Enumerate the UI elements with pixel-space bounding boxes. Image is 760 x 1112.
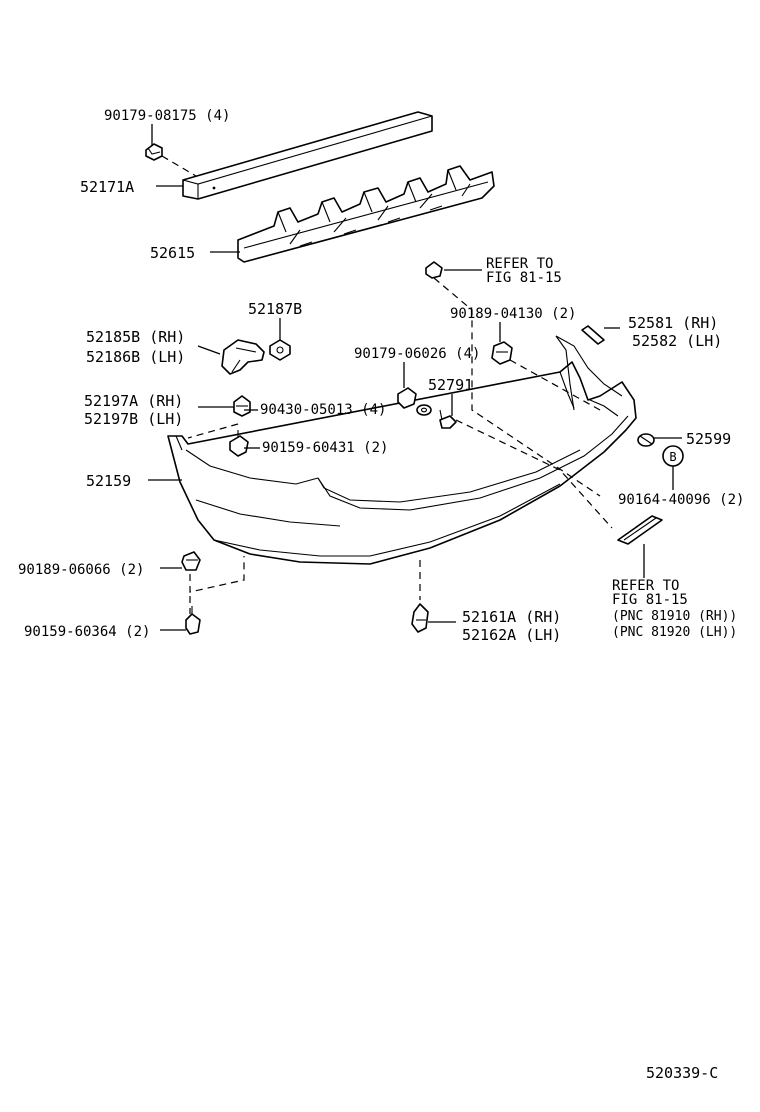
label-90179-08175: 90179-08175 (4)	[104, 108, 230, 124]
label-52185B: 52185B (RH)	[86, 328, 185, 346]
label-refer-top-2: FIG 81-15	[486, 270, 562, 286]
assembly-dashed-lines	[161, 155, 613, 614]
label-52186B: 52186B (LH)	[86, 348, 185, 366]
label-90189-06066: 90189-06066 (2)	[18, 562, 144, 578]
clip-52161A-52162A[interactable]	[411, 603, 429, 633]
part-labels: 90179-08175 (4) 52171A 52615 52187B 5218…	[18, 108, 744, 1082]
label-refer-bot-1: REFER TO	[612, 578, 679, 594]
label-52197B: 52197B (LH)	[84, 410, 183, 428]
screw-refer-fig-81-15[interactable]	[425, 261, 443, 279]
label-refer-top-1: REFER TO	[486, 256, 553, 272]
label-refer-bot-4: (PNC 81920 (LH))	[612, 625, 737, 640]
label-52187B: 52187B	[248, 300, 302, 318]
clip-90189-06066[interactable]	[181, 551, 201, 571]
label-refer-bot-2: FIG 81-15	[612, 592, 688, 608]
label-90430-05013: 90430-05013 (4)	[260, 402, 386, 418]
bumper-reinforcement-bar	[182, 111, 433, 200]
label-52162A: 52162A (LH)	[462, 626, 561, 644]
nut-90179-06026[interactable]	[397, 387, 417, 409]
label-90159-60431: 90159-60431 (2)	[262, 440, 388, 456]
nut-90179-08175[interactable]	[145, 143, 163, 161]
grommet-52599[interactable]	[637, 433, 655, 447]
label-90179-06026: 90179-06026 (4)	[354, 346, 480, 362]
label-52161A: 52161A (RH)	[462, 608, 561, 626]
label-52197A: 52197A (RH)	[84, 392, 183, 410]
callout-b-circle: B	[662, 445, 684, 467]
clip-90159-60431[interactable]	[229, 430, 249, 457]
label-90164-40096: 90164-40096 (2)	[618, 492, 744, 508]
screw-90159-60364[interactable]	[185, 606, 201, 635]
label-52599: 52599	[686, 430, 731, 448]
label-90189-04130: 90189-04130 (2)	[450, 306, 576, 322]
label-90159-60364: 90159-60364 (2)	[24, 624, 150, 640]
energy-absorber	[237, 165, 495, 263]
seal-52581-52582[interactable]	[581, 325, 605, 345]
bumper-cover	[167, 335, 637, 565]
label-52581: 52581 (RH)	[628, 314, 718, 332]
label-refer-bot-3: (PNC 81910 (RH))	[612, 609, 737, 624]
stud-52791[interactable]	[439, 409, 457, 429]
label-52159: 52159	[86, 472, 131, 490]
washer-90430-05013[interactable]	[416, 404, 432, 416]
bolt-52187B[interactable]	[269, 339, 291, 361]
diagram-code: 520339-C	[646, 1064, 718, 1082]
rear-reflector[interactable]	[617, 515, 663, 545]
label-52171A: 52171A	[80, 178, 134, 196]
label-52582: 52582 (LH)	[632, 332, 722, 350]
bumper-retainer-bracket[interactable]	[221, 339, 265, 375]
leader-lines	[148, 124, 682, 631]
nut-90189-04130[interactable]	[491, 341, 513, 365]
label-52791: 52791	[428, 376, 473, 394]
clip-52197[interactable]	[233, 395, 251, 417]
callout-b-label: B	[669, 450, 676, 464]
label-52615: 52615	[150, 244, 195, 262]
